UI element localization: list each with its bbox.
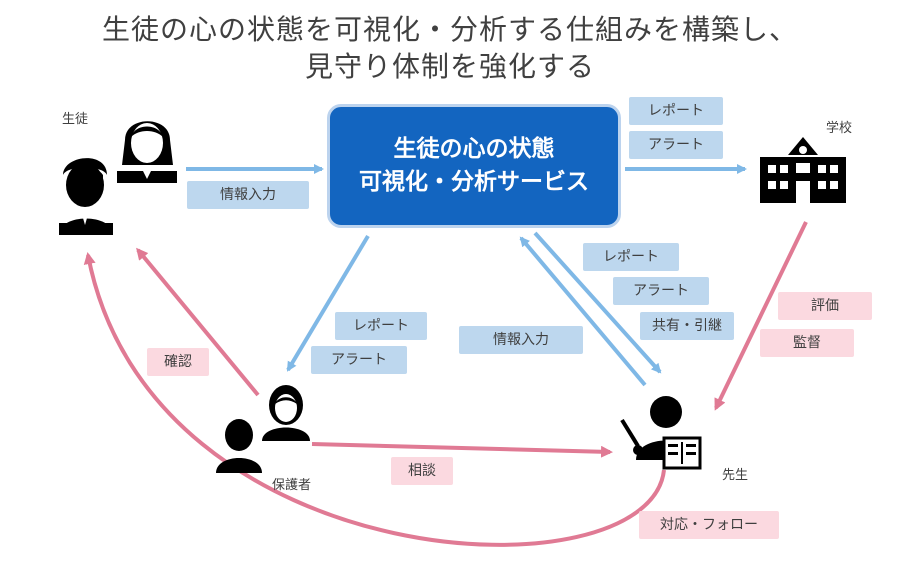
tag-follow: 対応・フォロー bbox=[639, 511, 779, 539]
arrow-service-to-teacher bbox=[533, 231, 662, 374]
arrow-parent-to-student bbox=[136, 247, 260, 397]
page-subtitle: 見守り体制を強化する bbox=[304, 50, 595, 83]
tag-teacher-share: 共有・引継 bbox=[640, 312, 734, 340]
role-label-parent: 保護者 bbox=[272, 478, 312, 493]
arrow-school-to-teacher bbox=[714, 221, 808, 411]
role-label-teacher: 先生 bbox=[722, 468, 749, 483]
tag-confirm: 確認 bbox=[147, 348, 209, 376]
tag-school-alert: アラート bbox=[629, 131, 723, 159]
role-label-school: 学校 bbox=[826, 121, 853, 136]
page-title: 生徒の心の状態を可視化・分析する仕組みを構築し、 bbox=[101, 13, 798, 46]
school-icon bbox=[760, 137, 846, 203]
role-label-student: 生徒 bbox=[62, 112, 89, 127]
service-title-line2: 可視化・分析サービス bbox=[359, 169, 589, 195]
tag-teacher-alert: アラート bbox=[613, 277, 709, 305]
tag-consult: 相談 bbox=[391, 457, 453, 485]
service-box: 生徒の心の状態 可視化・分析サービス bbox=[327, 104, 621, 228]
arrow-teacher-to-student bbox=[83, 252, 666, 547]
parent-icon bbox=[216, 385, 310, 473]
arrow-parent-to-teacher bbox=[311, 442, 613, 458]
teacher-icon bbox=[620, 396, 702, 470]
service-title-line1: 生徒の心の状態 bbox=[393, 136, 555, 162]
arrow-service-to-parent bbox=[286, 234, 370, 372]
tag-student-input: 情報入力 bbox=[187, 181, 309, 209]
tag-school-report: レポート bbox=[629, 97, 723, 125]
tag-teacher-report: レポート bbox=[583, 243, 679, 271]
tag-teacher-input: 情報入力 bbox=[459, 326, 583, 354]
tag-parent-report: レポート bbox=[335, 312, 427, 340]
student-icon bbox=[59, 121, 177, 235]
arrow-teacher-to-service bbox=[519, 236, 647, 387]
tag-supervise: 監督 bbox=[760, 329, 854, 357]
tag-evaluate: 評価 bbox=[778, 292, 872, 320]
tag-parent-alert: アラート bbox=[311, 346, 407, 374]
